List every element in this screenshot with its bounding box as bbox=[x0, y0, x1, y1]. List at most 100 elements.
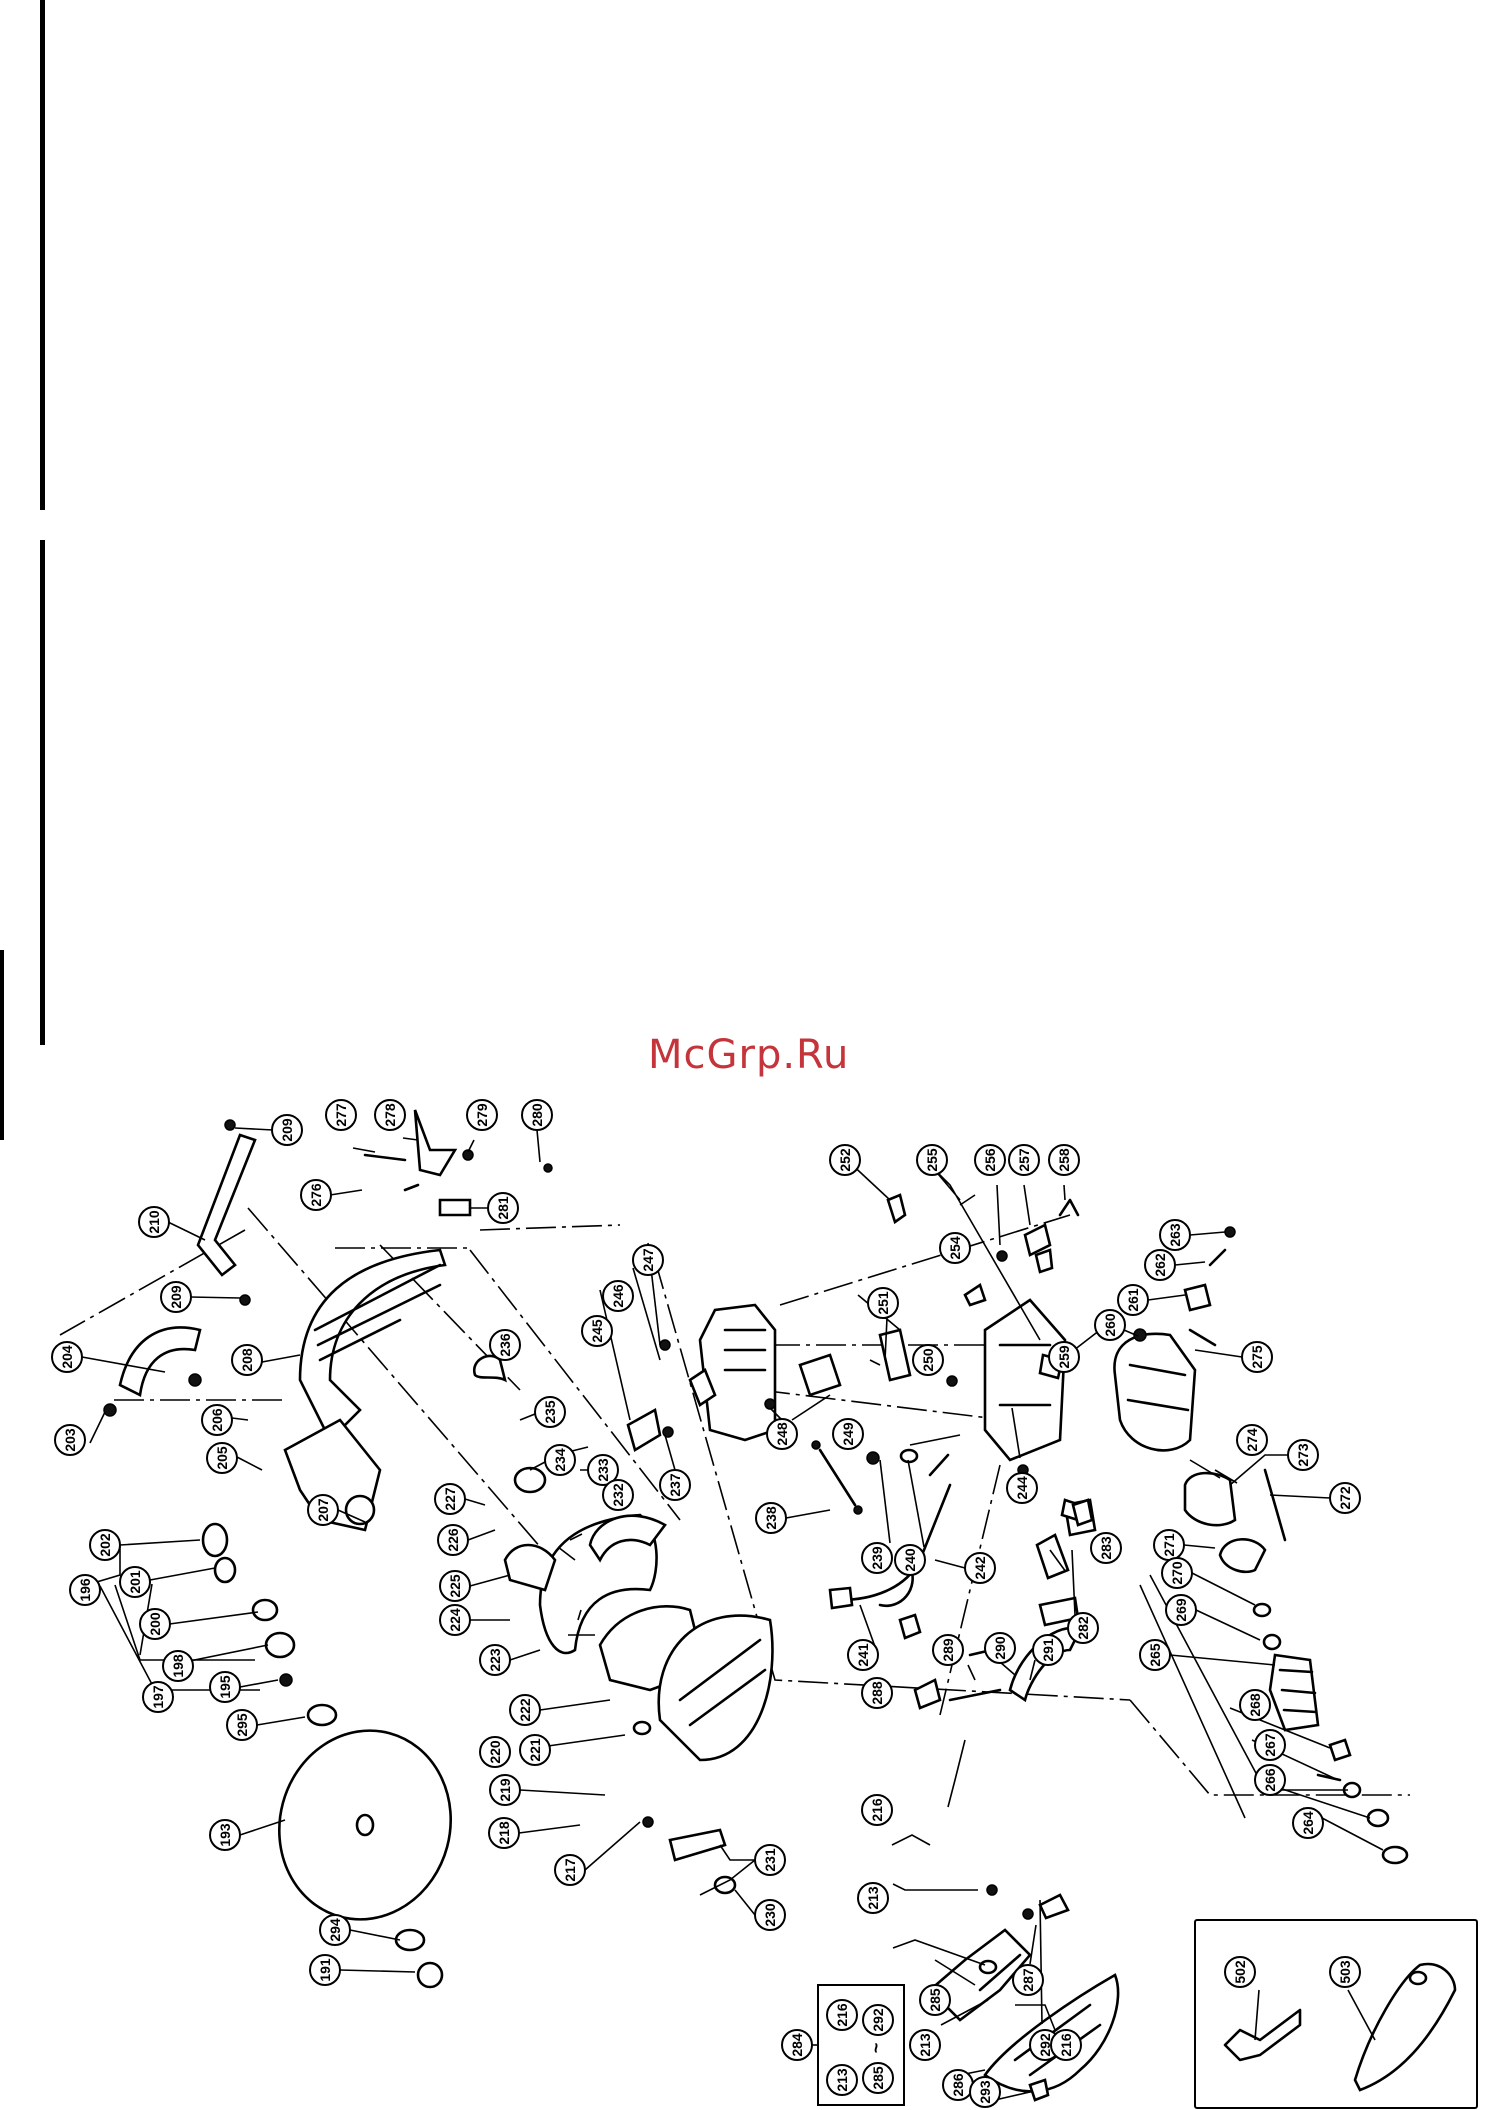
kit-item-213: 213 bbox=[826, 2064, 858, 2096]
callout-285-label: 285 bbox=[927, 1988, 943, 2012]
callout-280-label: 280 bbox=[529, 1103, 545, 1127]
callout-285: 285 bbox=[919, 1984, 951, 2016]
callout-218: 218 bbox=[488, 1817, 520, 1849]
kit-item-285: 285 bbox=[862, 2062, 894, 2094]
kit-item-216-label: 216 bbox=[834, 2003, 850, 2027]
callout-216-label: 216 bbox=[869, 1798, 885, 1822]
callout-292-label: 292 bbox=[1037, 2033, 1053, 2057]
callout-218-label: 218 bbox=[496, 1821, 512, 1845]
callout-287: 287 bbox=[1012, 1964, 1044, 1996]
callout-240: 240 bbox=[894, 1544, 926, 1576]
callout-235: 235 bbox=[534, 1396, 566, 1428]
callout-246: 246 bbox=[602, 1280, 634, 1312]
callout-249: 249 bbox=[832, 1418, 864, 1450]
upper-guard-cover bbox=[283, 1248, 447, 1532]
callout-231-label: 231 bbox=[762, 1848, 778, 1872]
callout-195: 195 bbox=[209, 1671, 241, 1703]
callout-289-label: 289 bbox=[940, 1638, 956, 1662]
callout-239-label: 239 bbox=[869, 1546, 885, 1570]
callout-236: 236 bbox=[489, 1329, 521, 1361]
callout-193: 193 bbox=[209, 1819, 241, 1851]
callout-193-label: 193 bbox=[217, 1823, 233, 1847]
callout-231: 231 bbox=[754, 1844, 786, 1876]
callout-262: 262 bbox=[1144, 1249, 1176, 1281]
callout-256: 256 bbox=[974, 1144, 1006, 1176]
callout-202-label: 202 bbox=[97, 1533, 113, 1557]
callouts: 209 210 209 204 203 208 206 205 207 202 … bbox=[51, 1099, 1361, 2108]
callout-224: 224 bbox=[439, 1604, 471, 1636]
callout-262-label: 262 bbox=[1152, 1253, 1168, 1277]
callout-248: 248 bbox=[766, 1418, 798, 1450]
callout-219: 219 bbox=[489, 1774, 521, 1806]
callout-207-label: 207 bbox=[315, 1498, 331, 1522]
callout-248-label: 248 bbox=[774, 1422, 790, 1446]
callout-282-label: 282 bbox=[1075, 1616, 1091, 1640]
callout-254-label: 254 bbox=[947, 1236, 963, 1260]
callout-288: 288 bbox=[861, 1677, 893, 1709]
callout-209b: 209 bbox=[160, 1281, 192, 1313]
kit-item-216: 216 bbox=[826, 1999, 858, 2031]
callout-230-label: 230 bbox=[762, 1903, 778, 1927]
callout-207: 207 bbox=[307, 1494, 339, 1526]
callout-261: 261 bbox=[1117, 1284, 1149, 1316]
kit-item-213-label: 213 bbox=[834, 2068, 850, 2092]
callout-288-label: 288 bbox=[869, 1681, 885, 1705]
callout-234: 234 bbox=[544, 1444, 576, 1476]
callout-275: 275 bbox=[1241, 1341, 1273, 1373]
callout-266-label: 266 bbox=[1262, 1768, 1278, 1792]
callout-283-label: 283 bbox=[1098, 1536, 1114, 1560]
callout-247: 247 bbox=[632, 1244, 664, 1276]
callout-289: 289 bbox=[932, 1634, 964, 1666]
callout-197-label: 197 bbox=[150, 1685, 166, 1709]
callout-273-label: 273 bbox=[1295, 1443, 1311, 1467]
callout-203: 203 bbox=[54, 1424, 86, 1456]
callout-287-label: 287 bbox=[1020, 1968, 1036, 1992]
callout-256-label: 256 bbox=[982, 1148, 998, 1172]
callout-223-label: 223 bbox=[487, 1648, 503, 1672]
callout-227: 227 bbox=[434, 1483, 466, 1515]
lower-guard-assembly bbox=[472, 1354, 774, 1895]
callout-201: 201 bbox=[119, 1566, 151, 1598]
callout-204-label: 204 bbox=[59, 1345, 75, 1369]
callout-258-label: 258 bbox=[1056, 1148, 1072, 1172]
callout-270: 270 bbox=[1161, 1557, 1193, 1589]
callout-294-label: 294 bbox=[327, 1918, 343, 1942]
callout-283: 283 bbox=[1090, 1532, 1122, 1564]
callout-259: 259 bbox=[1048, 1341, 1080, 1373]
watermark-text: McGrp.Ru bbox=[648, 1032, 850, 1078]
callout-247-label: 247 bbox=[640, 1248, 656, 1272]
callout-251: 251 bbox=[867, 1287, 899, 1319]
callout-502-label: 502 bbox=[1232, 1960, 1248, 1984]
kit-item-292: 292 bbox=[862, 2004, 894, 2036]
callout-295-label: 295 bbox=[234, 1713, 250, 1737]
callout-294: 294 bbox=[319, 1914, 351, 1946]
callout-233: 233 bbox=[587, 1454, 619, 1486]
callout-216b-label: 216 bbox=[1058, 2033, 1074, 2057]
carry-handle bbox=[103, 1326, 202, 1417]
callout-260: 260 bbox=[1094, 1309, 1126, 1341]
callout-503: 503 bbox=[1329, 1956, 1361, 1988]
callout-206-label: 206 bbox=[209, 1408, 225, 1432]
callout-265: 265 bbox=[1139, 1639, 1171, 1671]
callout-205: 205 bbox=[206, 1442, 238, 1474]
callout-209-label: 209 bbox=[279, 1118, 295, 1142]
callout-267: 267 bbox=[1254, 1729, 1286, 1761]
callout-257: 257 bbox=[1008, 1144, 1040, 1176]
callout-291-label: 291 bbox=[1040, 1638, 1056, 1662]
callout-198-label: 198 bbox=[170, 1654, 186, 1678]
callout-290-label: 290 bbox=[992, 1636, 1008, 1660]
left-margin-bar-lower bbox=[0, 950, 4, 1140]
lock-and-slide-parts bbox=[898, 1613, 1120, 2102]
callout-271: 271 bbox=[1153, 1529, 1185, 1561]
callout-237-label: 237 bbox=[667, 1473, 683, 1497]
callout-203-label: 203 bbox=[62, 1428, 78, 1452]
callout-269: 269 bbox=[1165, 1594, 1197, 1626]
callout-224-label: 224 bbox=[447, 1608, 463, 1632]
callout-201-label: 201 bbox=[127, 1570, 143, 1594]
kit-item-292-label: 292 bbox=[870, 2008, 886, 2032]
callout-242-label: 242 bbox=[972, 1556, 988, 1580]
callout-213b: 213 bbox=[909, 2029, 941, 2061]
kit-item-285-label: 285 bbox=[870, 2066, 886, 2090]
callout-250-label: 250 bbox=[920, 1348, 936, 1372]
callout-276-label: 276 bbox=[308, 1183, 324, 1207]
